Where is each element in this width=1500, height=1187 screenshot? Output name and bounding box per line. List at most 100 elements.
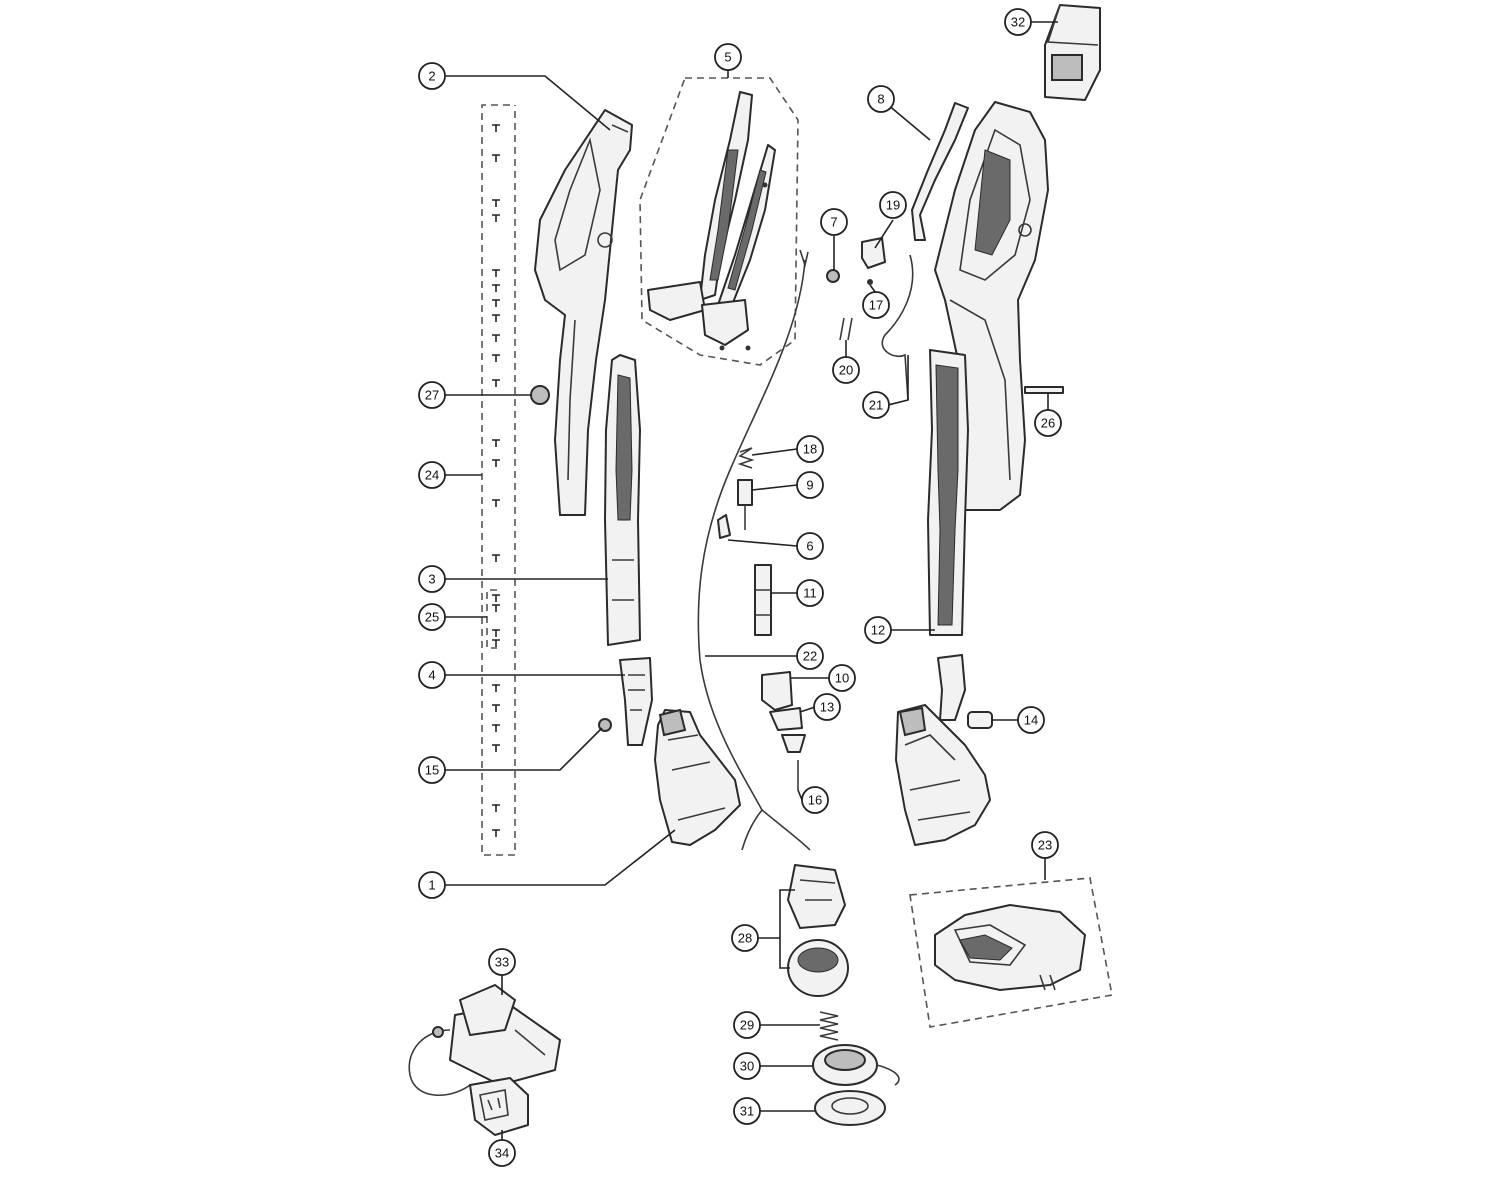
callout-number: 2 [428, 69, 435, 84]
callout-23: 23 [1031, 831, 1059, 859]
callout-number: 5 [724, 50, 731, 65]
callout-number: 34 [495, 1146, 509, 1161]
screw-kit-bracket-24 [481, 104, 516, 856]
right-motor-housing [895, 654, 991, 846]
callout-27: 27 [418, 381, 446, 409]
leader-lines [444, 21, 1058, 1140]
callout-circle [731, 924, 759, 952]
spool-cap-31 [814, 1090, 886, 1126]
screw-icon [492, 804, 500, 812]
callout-number: 23 [1038, 838, 1052, 853]
callout-2: 2 [418, 62, 446, 90]
callout-circle [418, 461, 446, 489]
callout-number: 7 [830, 215, 837, 230]
screw-icon [492, 314, 500, 322]
callout-circle [733, 1052, 761, 1080]
callout-29: 29 [733, 1011, 761, 1039]
clip-6 [717, 514, 731, 539]
left-housing-half [534, 109, 633, 516]
spool-housing [787, 864, 849, 997]
callout-16: 16 [801, 786, 829, 814]
wire-21 [881, 254, 914, 401]
screw-icon [492, 684, 500, 692]
screw-column [492, 124, 500, 837]
spool-cover [934, 904, 1086, 991]
callout-number: 10 [835, 671, 849, 686]
lever-13 [769, 707, 803, 731]
pin-26 [1024, 386, 1064, 394]
callout-26: 26 [1034, 409, 1062, 437]
callout-number: 13 [820, 700, 834, 715]
spring-18 [737, 447, 755, 469]
battery-pack [1044, 4, 1101, 101]
callout-number: 19 [886, 198, 900, 213]
callout-5: 5 [714, 43, 742, 71]
callout-22: 22 [796, 642, 824, 670]
callout-9: 9 [796, 471, 824, 499]
callout-number: 16 [808, 793, 822, 808]
callout-number: 11 [803, 586, 817, 601]
callout-number: 15 [425, 763, 439, 778]
callout-24: 24 [418, 461, 446, 489]
callout-circle [1004, 8, 1032, 36]
callout-circle [801, 786, 829, 814]
spring-29 [819, 1011, 839, 1041]
motor-housing [654, 708, 741, 846]
callout-circle [828, 664, 856, 692]
callout-circle [820, 208, 848, 236]
callout-1: 1 [418, 871, 446, 899]
bushing-14 [967, 711, 993, 729]
spool-30 [812, 1044, 900, 1086]
screw-icon [492, 299, 500, 307]
spool-cover-bracket-23 [909, 877, 1113, 1028]
screw-icon [492, 744, 500, 752]
callout-circle [864, 616, 892, 644]
washer-7 [826, 269, 840, 283]
lock-button-16 [781, 734, 806, 753]
callout-34: 34 [488, 1139, 516, 1167]
callout-21: 21 [862, 391, 890, 419]
charger-adapter [469, 1077, 529, 1136]
callout-circle [1034, 409, 1062, 437]
callout-19: 19 [879, 191, 907, 219]
callout-15: 15 [418, 756, 446, 784]
shaft-inner-half [604, 354, 641, 646]
callout-number: 26 [1041, 416, 1055, 431]
callout-33: 33 [488, 948, 516, 976]
callout-number: 8 [877, 92, 884, 107]
pin-17 [867, 279, 873, 285]
screw-icon [492, 829, 500, 837]
callout-circle [418, 62, 446, 90]
charger-base [408, 984, 561, 1096]
callout-number: 30 [740, 1059, 754, 1074]
callout-32: 32 [1004, 8, 1032, 36]
screw-icon [492, 554, 500, 562]
screw-icon [492, 124, 500, 132]
screw-icon [492, 334, 500, 342]
callout-circle [418, 661, 446, 689]
callout-circle [879, 191, 907, 219]
callout-7: 7 [820, 208, 848, 236]
callout-circle [813, 693, 841, 721]
callout-number: 14 [1024, 713, 1038, 728]
callout-number: 1 [428, 878, 435, 893]
callout-circle [832, 356, 860, 384]
actuator-11 [754, 564, 772, 636]
callout-4: 4 [418, 661, 446, 689]
screw-icon [492, 269, 500, 277]
callout-circle [867, 85, 895, 113]
callout-number: 31 [740, 1104, 754, 1119]
callout-12: 12 [864, 616, 892, 644]
callout-circle [862, 291, 890, 319]
screw-icon [492, 629, 500, 637]
screw-bracket-25 [486, 589, 497, 649]
callout-number: 25 [425, 610, 439, 625]
callout-number: 6 [806, 539, 813, 554]
callout-circle [418, 603, 446, 631]
callout-20: 20 [832, 356, 860, 384]
callout-circle [796, 642, 824, 670]
callout-31: 31 [733, 1097, 761, 1125]
callout-number: 9 [806, 478, 813, 493]
screw-icon [492, 459, 500, 467]
screw-icon [492, 199, 500, 207]
